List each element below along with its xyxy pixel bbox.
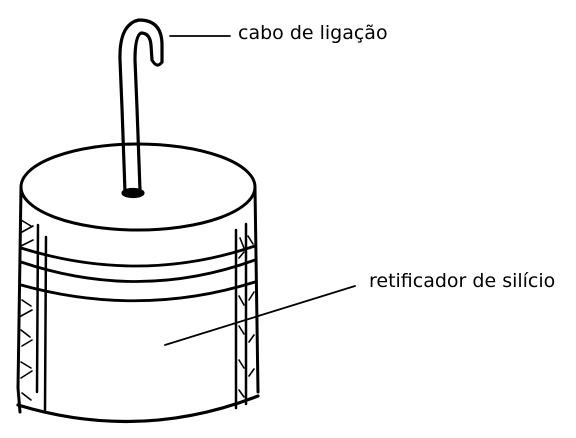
right-shading [238, 235, 255, 398]
rectifier-body [16, 142, 260, 424]
connection-cable [118, 18, 164, 198]
cable-label: cabo de ligação [238, 22, 388, 44]
rectifier-label: retificador de silício [369, 270, 556, 292]
left-shading [20, 219, 34, 401]
rectifier-leader-line [164, 285, 356, 346]
